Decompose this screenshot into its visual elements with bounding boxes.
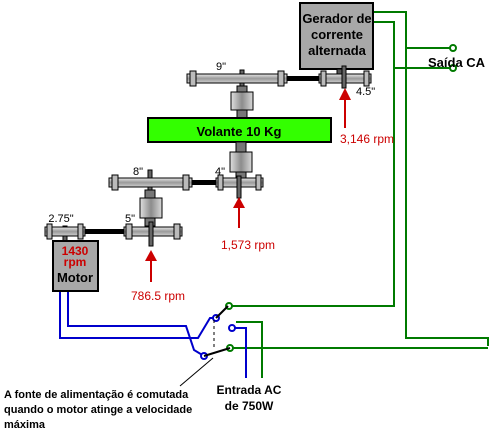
changeover-switch	[203, 305, 231, 357]
pulley-low-large-size: 5"	[125, 213, 135, 225]
speed-arrow-generator	[339, 88, 351, 128]
coupler-lower	[139, 189, 163, 227]
speed-generator: 3,146 rpm	[340, 132, 394, 146]
coupler-middle	[229, 141, 253, 179]
generator-label-2: corrente	[311, 27, 363, 42]
ac-input-label-2: de 750W	[225, 399, 274, 413]
flywheel: Volante 10 Kg	[147, 117, 332, 143]
motor-rpm-unit: rpm	[64, 255, 87, 269]
coupler-upper	[230, 85, 254, 119]
switch-note-line-3: máxima	[4, 419, 46, 431]
generator-label-3: alternada	[308, 43, 367, 58]
speed-arrow-mid	[233, 197, 245, 228]
ac-input-label-1: Entrada AC	[217, 383, 282, 397]
output-wiring	[229, 11, 489, 378]
motor-box: 1430 rpm Motor	[52, 240, 99, 292]
output-terminals	[225, 44, 457, 352]
speed-low: 786.5 rpm	[131, 289, 185, 303]
pulley-mid-small-size: 4"	[215, 166, 225, 178]
motor-label: Motor	[57, 270, 93, 285]
pulley-low-small-size: 2.75"	[48, 213, 73, 225]
speed-mid: 1,573 rpm	[221, 238, 275, 252]
pulley-top-small-size: 4.5"	[356, 86, 375, 98]
mid-pulley-stage	[108, 169, 264, 199]
pulley-mid-large-size: 8"	[133, 166, 143, 178]
output-label: Saída CA	[428, 55, 486, 70]
switch-note-line-2: quando o motor atinge a velocidade	[4, 404, 192, 416]
motor-rpm-value: 1430	[62, 244, 89, 258]
generator-box: Gerador de corrente alternada	[299, 2, 374, 70]
speed-arrow-low	[145, 250, 157, 282]
flywheel-label: Volante 10 Kg	[196, 124, 281, 139]
generator-label-1: Gerador de	[302, 11, 371, 26]
pulley-top-large-size: 9"	[216, 61, 226, 73]
switch-note-line-1: A fonte de alimentação é comutada	[4, 389, 189, 401]
motor-wiring	[59, 290, 247, 378]
note-pointer	[179, 357, 214, 387]
low-pulley-stage	[44, 221, 183, 247]
top-pulley-stage	[186, 65, 372, 91]
